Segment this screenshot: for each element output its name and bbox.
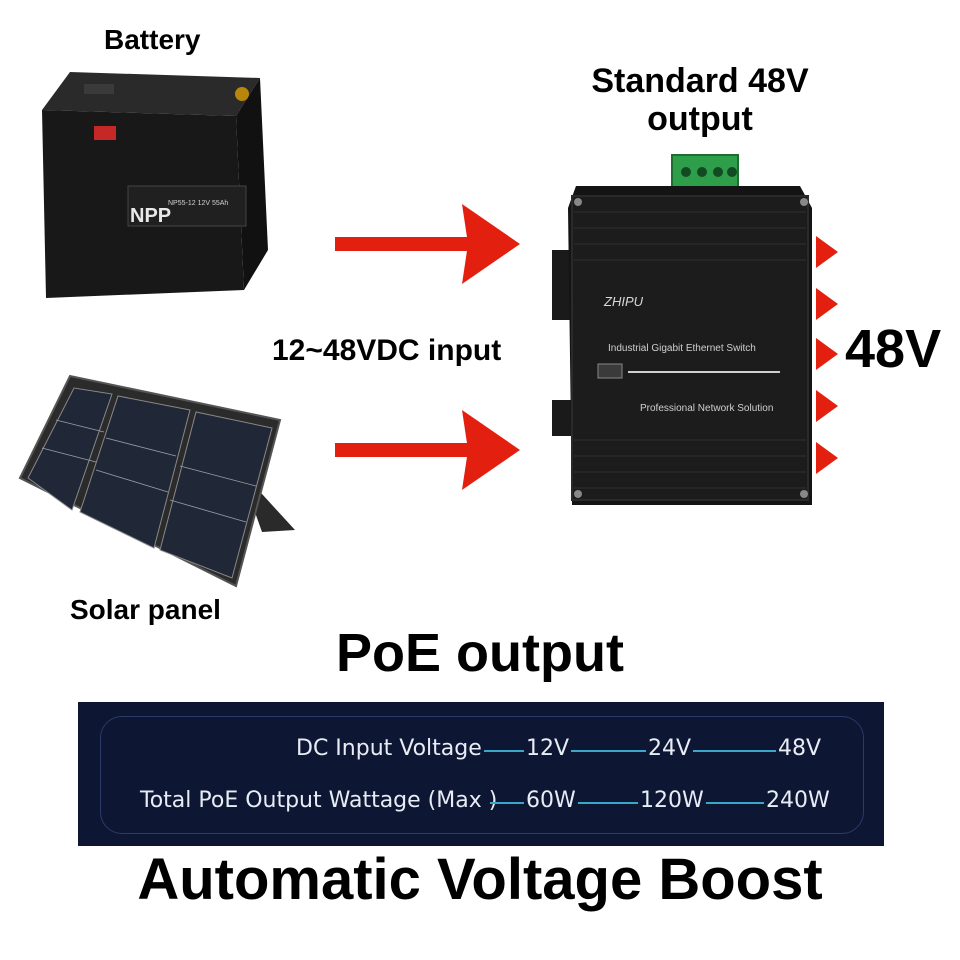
poe-output-wattage-label: Total PoE Output Wattage (Max ) — [140, 788, 498, 813]
input-arrow-top — [335, 204, 520, 284]
battery-label: Battery — [104, 24, 201, 55]
solar-panel-image — [18, 374, 295, 588]
input-voltage-24v: 24V — [646, 736, 694, 761]
input-arrow-bottom — [335, 410, 520, 490]
poe-output-heading: PoE output — [336, 623, 624, 683]
automatic-voltage-boost-heading: Automatic Voltage Boost — [137, 847, 823, 912]
switch-name: Industrial Gigabit Ethernet Switch — [608, 343, 756, 354]
input-voltage-48v: 48V — [776, 736, 824, 761]
output-arrows — [816, 236, 838, 474]
battery-brand: NPP — [130, 205, 171, 227]
wattage-120w: 120W — [638, 788, 706, 813]
ethernet-switch-image: ZHIPU Industrial Gigabit Ethernet Switch… — [552, 154, 812, 505]
switch-tagline: Professional Network Solution — [640, 403, 773, 414]
wattage-240w: 240W — [764, 788, 832, 813]
output-voltage-label: 48V — [845, 319, 942, 379]
input-voltage-12v: 12V — [524, 736, 572, 761]
battery-image: NPP NP55-12 12V 55Ah — [42, 72, 268, 298]
wattage-60w: 60W — [524, 788, 578, 813]
solar-panel-label: Solar panel — [70, 594, 221, 625]
standard-output-label: Standard 48V output — [591, 62, 809, 138]
input-voltage-label: 12~48VDC input — [272, 334, 502, 367]
switch-logo: ZHIPU — [603, 294, 644, 309]
battery-model: NP55-12 12V 55Ah — [168, 200, 228, 207]
spec-panel: DC Input Voltage 12V 24V 48V Total PoE O… — [78, 702, 884, 846]
dc-input-voltage-label: DC Input Voltage — [296, 736, 482, 761]
spec-panel-frame — [100, 716, 864, 834]
